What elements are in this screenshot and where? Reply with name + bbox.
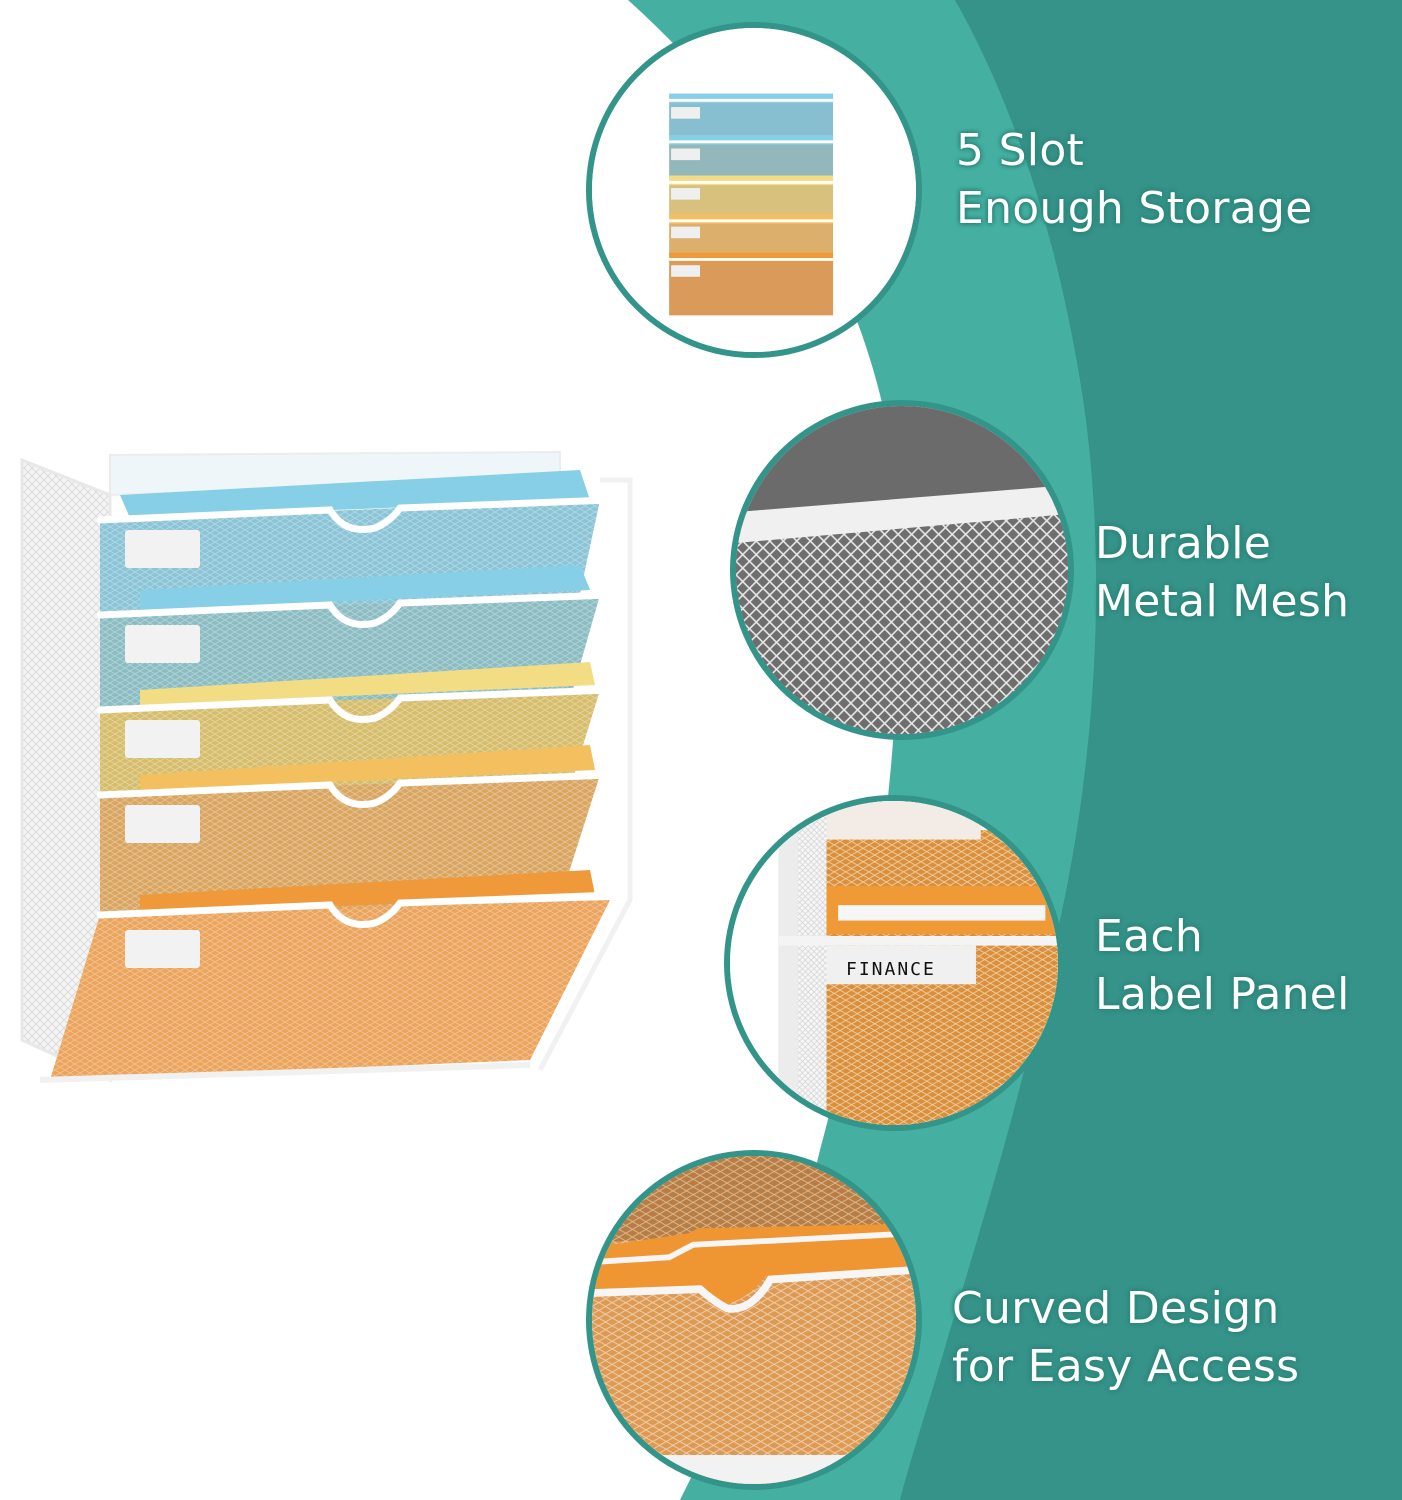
feature-title-line2: Metal Mesh bbox=[1095, 576, 1350, 627]
feature-circle-curved-design bbox=[586, 1150, 922, 1490]
feature-title-line1: 5 Slot bbox=[956, 125, 1085, 176]
finance-label-text: FINANCE bbox=[846, 959, 936, 980]
metal-mesh-closeup-icon bbox=[736, 406, 1068, 734]
feature-title-line1: Curved Design bbox=[952, 1283, 1280, 1334]
feature-title-line1: Each bbox=[1095, 911, 1204, 962]
feature-text-curved-design: Curved Design for Easy Access bbox=[952, 1280, 1299, 1396]
feature-text-storage: 5 Slot Enough Storage bbox=[956, 122, 1313, 238]
feature-title-line2: Label Panel bbox=[1095, 969, 1350, 1020]
feature-circle-label-panel: FINANCE bbox=[724, 795, 1064, 1131]
feature-title-line2: Enough Storage bbox=[956, 183, 1313, 234]
curved-edge-closeup-icon bbox=[592, 1156, 916, 1484]
file-organizer-thumbnail-icon bbox=[592, 28, 916, 352]
feature-text-label-panel: Each Label Panel bbox=[1095, 908, 1350, 1024]
feature-circle-storage bbox=[586, 22, 922, 358]
product-image-wall-file-organizer bbox=[0, 440, 660, 1100]
feature-circle-mesh bbox=[730, 400, 1074, 740]
feature-title-line2: for Easy Access bbox=[952, 1341, 1300, 1392]
label-panel-closeup-icon bbox=[730, 801, 1058, 1125]
feature-title-line1: Durable bbox=[1095, 518, 1272, 569]
feature-text-mesh: Durable Metal Mesh bbox=[1095, 515, 1349, 631]
